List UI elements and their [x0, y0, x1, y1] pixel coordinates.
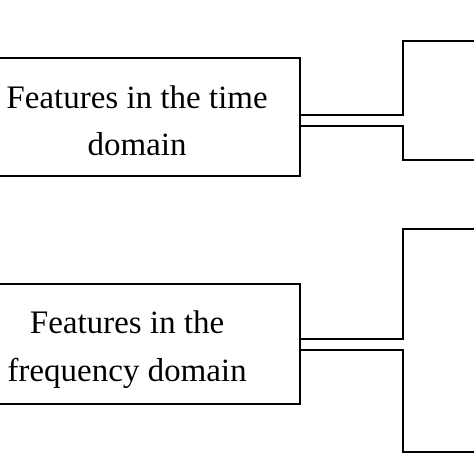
frequency-domain-connector-upper: [300, 228, 474, 340]
frequency-domain-connector-lower: [300, 349, 474, 453]
frequency-domain-label-line-1: Features in the: [30, 305, 224, 341]
frequency-domain-label-line-2: frequency domain: [7, 353, 246, 389]
time-domain-box-group: Features in the time domain: [0, 57, 301, 177]
time-domain-box: [0, 57, 301, 177]
frequency-domain-box-group: Features in the frequency domain: [0, 283, 301, 405]
time-domain-label-line-1: Features in the time: [6, 80, 267, 116]
frequency-domain-box: [0, 283, 301, 405]
time-domain-connector-lower: [300, 125, 474, 161]
time-domain-connectors: [300, 40, 474, 161]
time-domain-connector-upper: [300, 40, 474, 116]
time-domain-label-line-2: domain: [88, 127, 187, 163]
frequency-domain-connectors: [300, 228, 474, 453]
